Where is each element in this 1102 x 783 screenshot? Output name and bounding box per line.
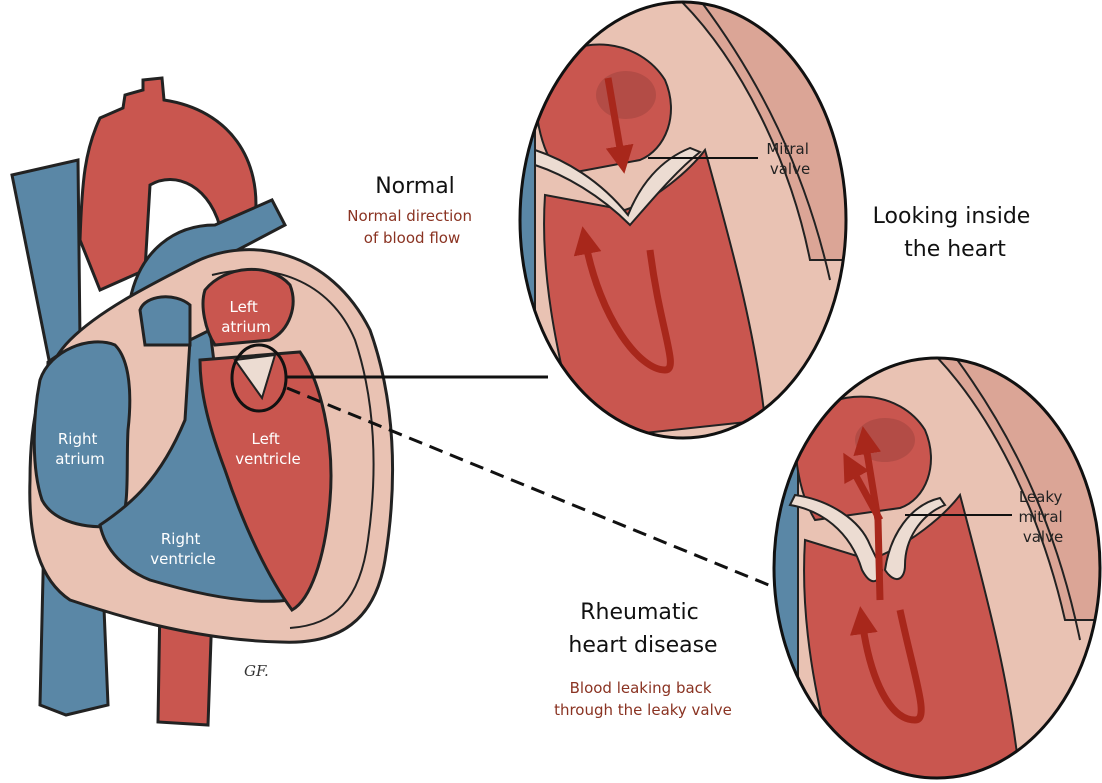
normal-title: Normal <box>375 174 455 199</box>
disease-title: Rheumatic heart disease <box>568 600 717 658</box>
disease-subtitle: Blood leaking back through the leaky val… <box>554 679 732 719</box>
artist-signature: GF. <box>244 662 269 680</box>
zoom-disease <box>770 350 1100 783</box>
zoom-normal <box>500 0 846 440</box>
label-leaky-mitral-valve: Leaky mitral valve <box>1019 488 1068 546</box>
heart-illustration <box>12 78 393 725</box>
normal-subtitle: Normal direction of blood flow <box>347 207 477 247</box>
page-heading: Looking inside the heart <box>873 204 1038 262</box>
